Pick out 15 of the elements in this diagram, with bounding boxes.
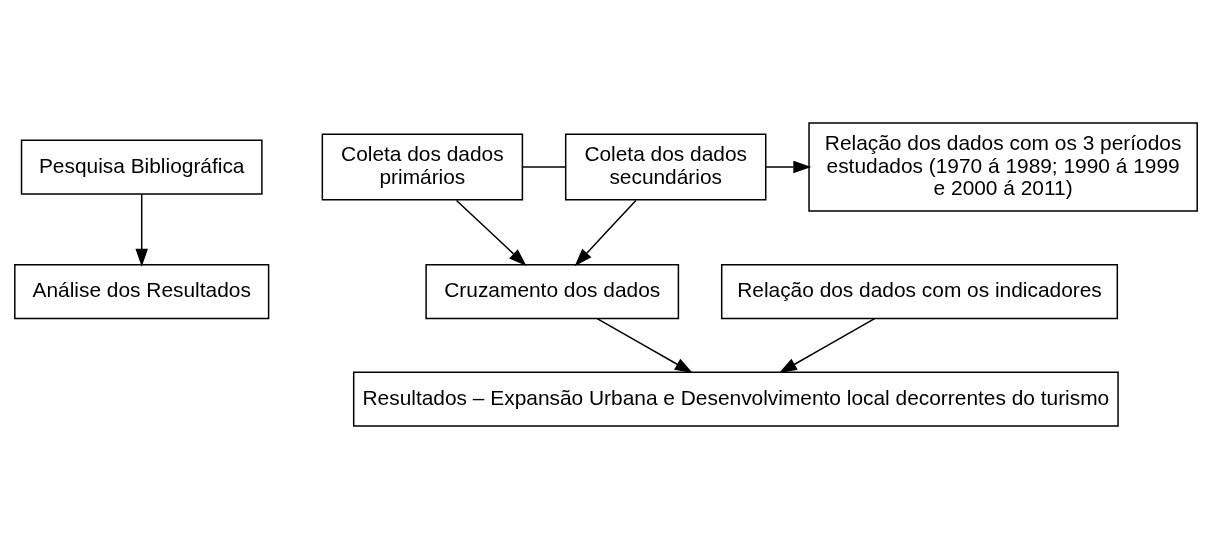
arrow: [779, 317, 876, 374]
connector: [521, 166, 567, 168]
node-box: Coleta dos dados secundários: [564, 133, 767, 201]
arrow: [765, 160, 812, 174]
node-box: Pesquisa Bibliográfica: [20, 139, 263, 195]
arrow: [596, 317, 693, 374]
node-box: Coleta dos dados primários: [321, 133, 524, 201]
node-box: Resultados – Expansão Urbana e Desenvolvimento local decorrentes do turismo: [352, 371, 1119, 427]
arrow: [455, 199, 527, 267]
arrow: [574, 199, 637, 267]
node-box: Relação dos dados com os indicadores: [720, 264, 1119, 320]
node-box: Cruzamento dos dados: [425, 264, 680, 320]
arrow: [135, 193, 148, 267]
node-box: Análise dos Resultados: [14, 264, 270, 320]
node-box: Relação dos dados com os 3 períodos estudados (1970 á 1989; 1990 á 1999 e 2000 á 2011): [808, 122, 1198, 212]
